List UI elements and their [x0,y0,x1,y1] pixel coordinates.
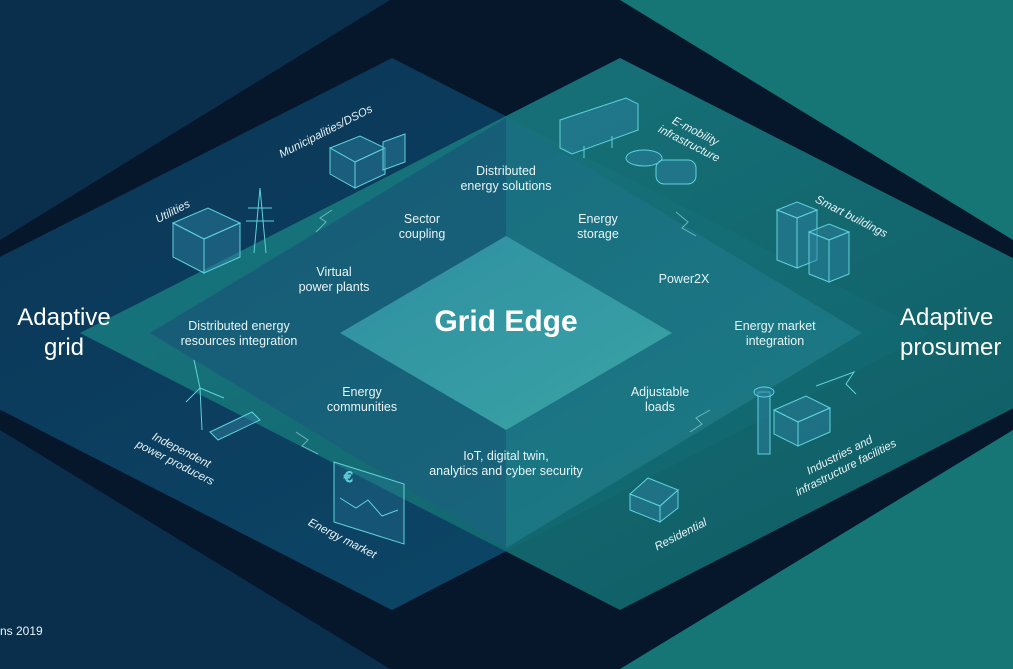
overlap-left-tint [150,118,506,548]
label-energy-communities: Energy communities [326,385,398,414]
label-adjustable-loads: Adjustable loads [630,385,690,414]
bg-bottom-right [620,430,1013,669]
power-plant-icon [171,187,274,274]
label-der-integration: Distributed energy resources integration [180,319,298,348]
center-title: Grid Edge [434,305,578,338]
copyright-text: ns 2019 [0,624,43,638]
left-title: Adaptive grid [17,304,111,361]
overlap-right-tint [506,118,862,548]
smart-buildings-icon [775,201,851,283]
svg-text:€: € [344,470,353,486]
building-icon [328,133,406,189]
jag-right-bottom [689,409,711,433]
bg-top-right [620,0,1013,240]
right-title: Adaptive prosumer [900,304,1002,361]
label-energy-storage: Energy storage [577,212,619,241]
emobility-icon [559,97,697,185]
jag-right-top [675,211,697,237]
center-diamond [340,236,672,430]
industry-icon [753,371,857,455]
wind-turbine-icon [185,359,261,441]
jag-left-top [315,209,333,233]
bg-bottom-left [0,430,390,669]
label-virtual-power-plants: Virtual power plants [298,265,370,294]
label-energy-market-integration: Energy market integration [734,319,816,348]
label-iot: IoT, digital twin, analytics and cyber s… [429,449,583,478]
energy-market-icon: € [333,461,405,545]
label-distributed-energy-solutions: Distributed energy solutions [460,164,552,193]
house-icon [629,477,679,524]
bg-top-left [0,0,390,240]
label-power2x: Power2X [658,272,710,286]
jag-left-bottom [295,431,319,455]
label-sector-coupling: Sector coupling [398,212,446,241]
